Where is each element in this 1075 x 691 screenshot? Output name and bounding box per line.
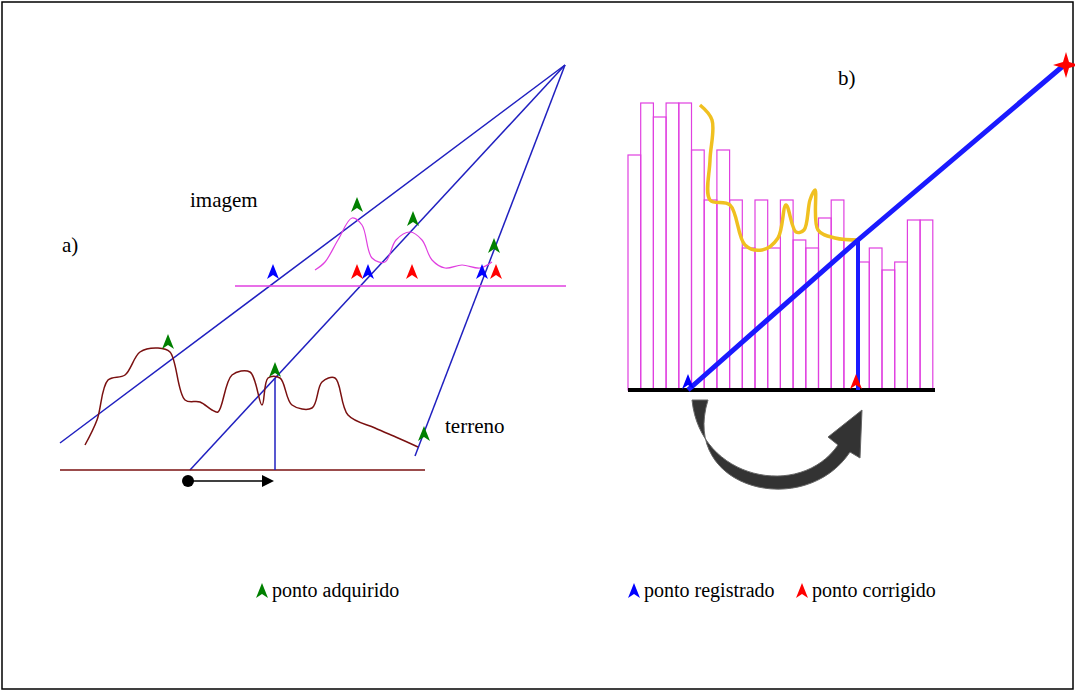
projection-ray: [60, 65, 565, 443]
vertical-drop: [274, 378, 276, 470]
dsm-bar: [730, 200, 743, 390]
dsm-bar: [628, 155, 641, 390]
legend-item: ponto adquirido: [256, 580, 399, 600]
registered-point: [682, 374, 694, 389]
acquired-point: [418, 426, 430, 441]
correction-arrow: [692, 400, 862, 489]
dsm-bar: [666, 103, 679, 390]
acquired-point: [351, 197, 363, 212]
legend-text: ponto adquirido: [272, 580, 399, 600]
registered-point: [362, 264, 374, 279]
dsm-bar: [819, 218, 832, 390]
dsm-bar: [844, 240, 857, 390]
corrected-point: [490, 264, 502, 279]
dsm-bar: [793, 240, 806, 390]
legend-swatch: [628, 582, 640, 598]
terrain-profile: [85, 348, 418, 447]
arrow-head: [262, 475, 274, 487]
acquired-point: [162, 334, 174, 349]
dsm-bar: [831, 200, 844, 390]
datum-line: [60, 469, 425, 471]
sensor-star: [1053, 52, 1075, 78]
projection-ray: [415, 65, 565, 456]
panel-label: a): [62, 235, 78, 256]
dsm-bar: [704, 200, 717, 390]
dsm-bar: [742, 248, 755, 390]
dsm-bar: [907, 220, 920, 390]
acquired-point: [488, 238, 500, 253]
dsm-bar: [679, 103, 692, 390]
corrected-point: [351, 264, 363, 279]
acquired-point: [269, 362, 281, 377]
legend-text: ponto corrigido: [812, 580, 936, 600]
dsm-bar: [895, 262, 908, 390]
dsm-bar: [806, 248, 819, 390]
corrected-point: [850, 374, 862, 389]
registered-point: [476, 264, 488, 279]
corrected-point: [406, 264, 418, 279]
dsm-bar: [641, 103, 654, 390]
image-profile: [315, 218, 492, 270]
panel-label: b): [838, 68, 856, 89]
dsm-bar: [755, 200, 768, 390]
dsm-bar: [920, 220, 933, 390]
image-line: [235, 285, 566, 287]
baseline: [628, 388, 935, 392]
legend-item: ponto registrado: [628, 580, 775, 600]
legend-swatch: [796, 582, 808, 598]
legend-text: ponto registrado: [644, 580, 775, 600]
vertical-line: [856, 240, 860, 390]
dsm-bar: [869, 248, 882, 390]
panel-label: imagem: [190, 190, 258, 211]
projection-ray: [190, 65, 565, 470]
shift-arrow: [188, 480, 262, 482]
acquired-point: [407, 211, 419, 226]
dsm-bar: [653, 117, 666, 390]
registered-point: [267, 264, 279, 279]
legend-item: ponto corrigido: [796, 580, 936, 600]
legend-swatch: [256, 582, 268, 598]
surface-curve: [700, 105, 860, 250]
dsm-bar: [882, 270, 895, 390]
ray-line: [688, 66, 1063, 390]
dsm-bar: [692, 150, 705, 390]
panel-label: terreno: [445, 416, 504, 437]
